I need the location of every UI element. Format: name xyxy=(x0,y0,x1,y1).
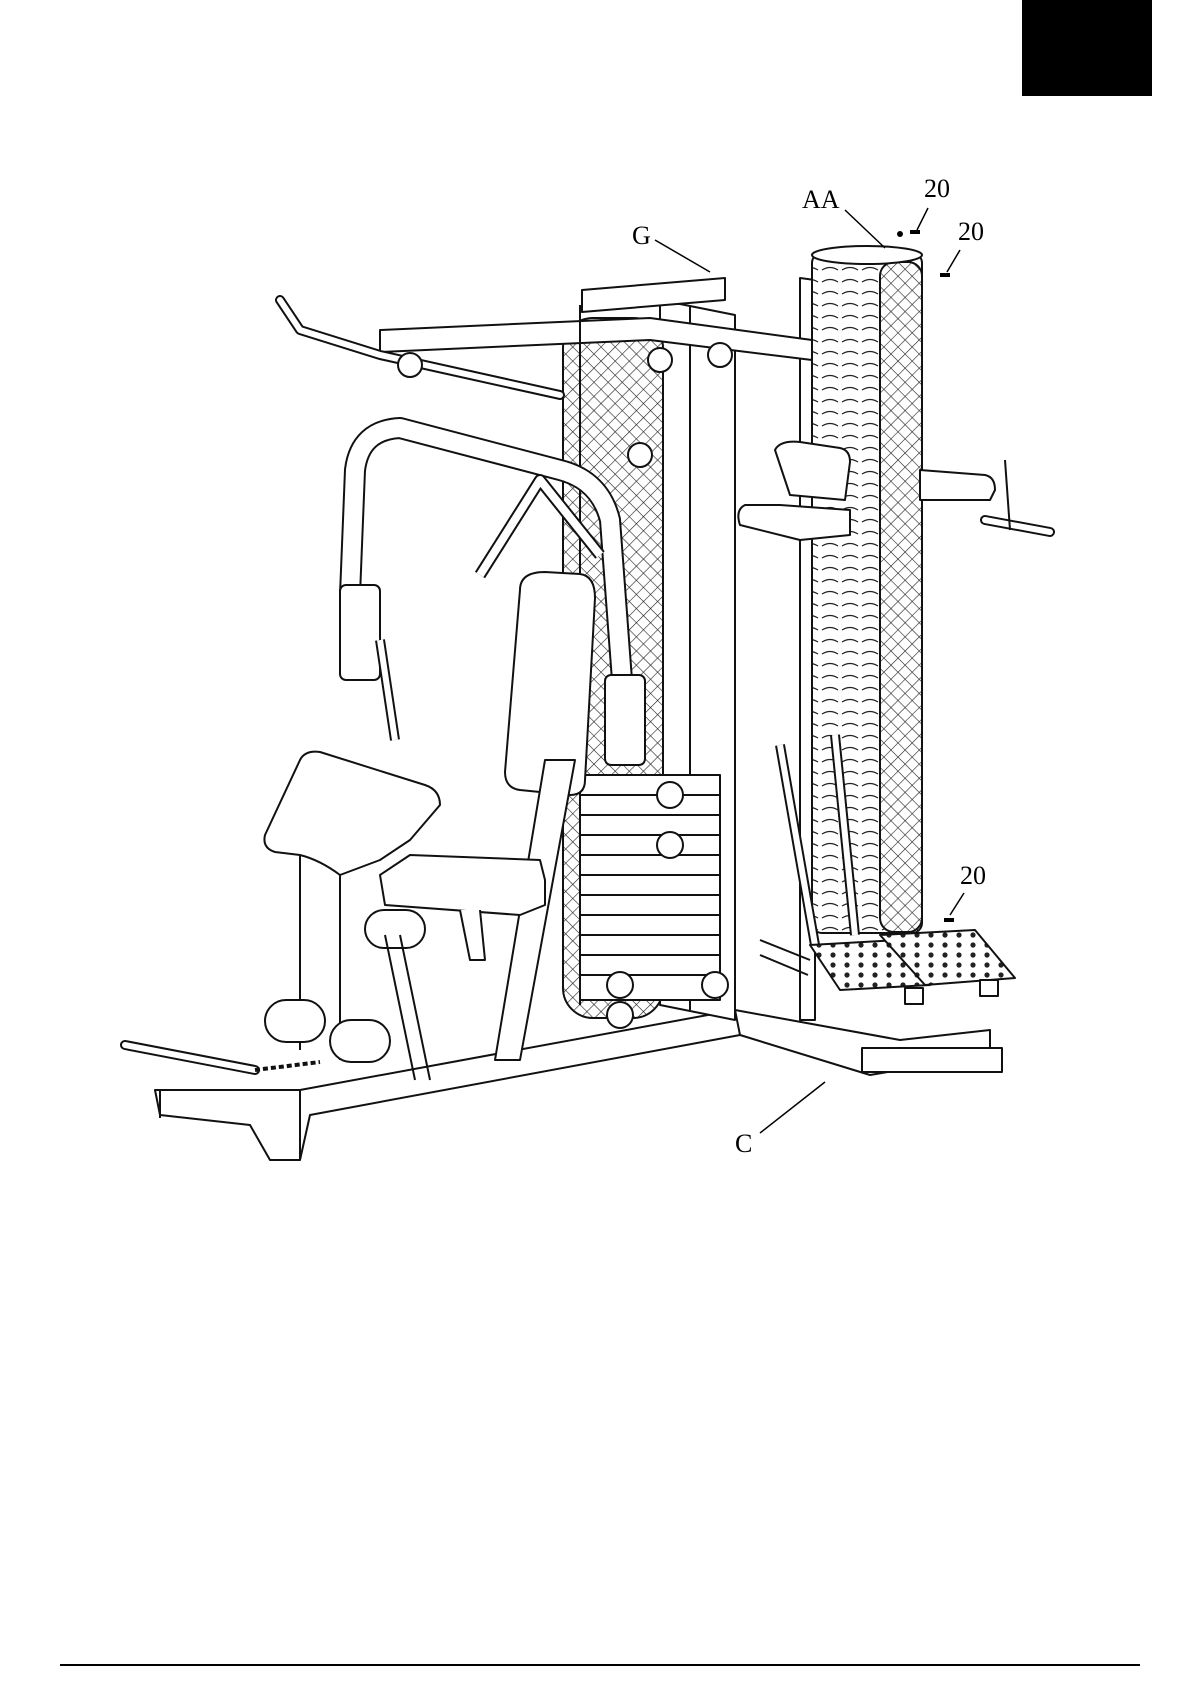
low-row-bar xyxy=(125,1045,320,1070)
leader-aa xyxy=(845,210,885,248)
bolt-part-20-b xyxy=(910,230,920,234)
gym-machine-drawing xyxy=(125,246,1050,1160)
callout-c-label: C xyxy=(735,1129,752,1158)
bolt-part-20-c xyxy=(940,273,950,277)
callout-20-lower-label: 20 xyxy=(960,861,986,890)
callout-g-label: G xyxy=(632,221,651,250)
callout-20-upper-label: 20 xyxy=(958,217,984,246)
right-upright-shroud xyxy=(800,246,922,1020)
leader-20-top xyxy=(917,208,928,230)
leader-20-lower xyxy=(950,893,964,915)
leader-c xyxy=(760,1082,825,1133)
leader-20-upper xyxy=(947,250,960,272)
weight-stack xyxy=(580,775,720,1000)
bolt-part-20-a xyxy=(897,231,903,237)
leg-rollers xyxy=(265,910,430,1080)
callout-20-top-label: 20 xyxy=(924,174,950,203)
page-bottom-rule xyxy=(60,1664,1140,1666)
leader-g xyxy=(655,240,710,272)
callout-aa-label: AA xyxy=(802,185,840,214)
bolt-part-20-d xyxy=(944,918,954,922)
